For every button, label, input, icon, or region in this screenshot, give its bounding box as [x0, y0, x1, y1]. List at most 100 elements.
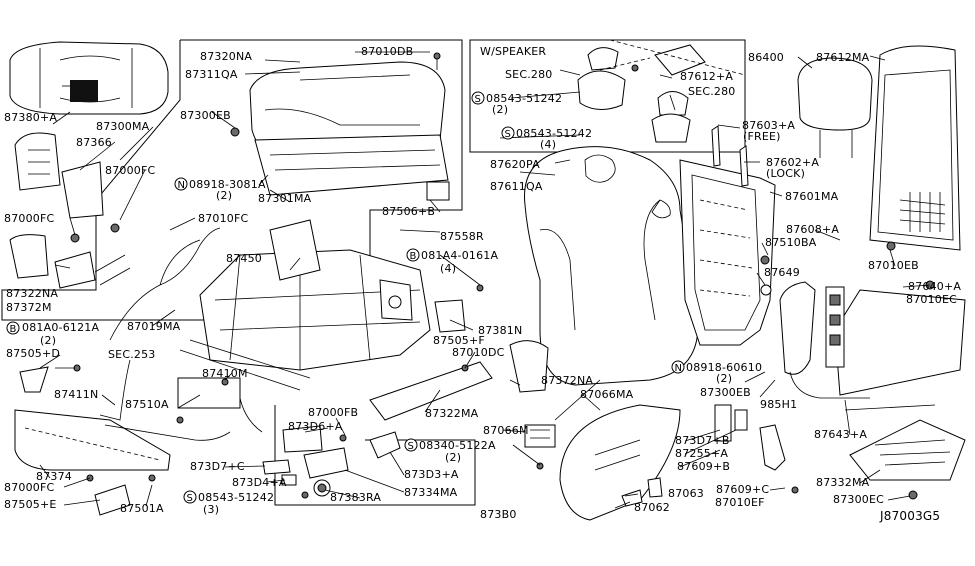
seat-side-parts-left [9, 132, 131, 289]
label-08543-51242-a: 08543-51242 [486, 92, 562, 105]
label-87558r: 87558R [440, 230, 484, 243]
marker-s-08543-b: S [501, 126, 515, 140]
speaker-parts [577, 39, 746, 143]
car-location-icon [9, 41, 169, 115]
label-87411n: 87411N [54, 388, 98, 401]
label-87366: 87366 [76, 136, 112, 149]
label-08340: 08340-5122A [419, 439, 496, 452]
small-bracket-87505e [94, 484, 131, 516]
label-87063: 87063 [668, 487, 704, 500]
label-87322na: 87322NA [6, 287, 58, 300]
label-87311qa: 87311QA [185, 68, 238, 81]
label-87505e: 87505+E [4, 498, 57, 511]
label-87000fc-a: 87000FC [105, 164, 156, 177]
diagram-code: J87003G5 [879, 509, 940, 523]
label-87300ma: 87300MA [96, 120, 150, 133]
label-08543-51242-c-qty: (3) [203, 503, 219, 516]
wire-harness [109, 227, 221, 341]
marker-s-08543-a: S [471, 91, 485, 105]
label-87381n: 87381N [478, 324, 522, 337]
label-87380a: 87380+A [4, 111, 57, 124]
label-87620pa: 87620PA [490, 158, 540, 171]
leader-lines [39, 51, 931, 509]
speaker-inset-title: W/SPEAKER [480, 45, 546, 58]
label-87300eb-b: 87300EB [700, 386, 751, 399]
label-87649: 87649 [764, 266, 800, 279]
label-87603a: 87603+A [742, 119, 795, 132]
label-87010ef: 87010EF [715, 496, 765, 509]
label-87062: 87062 [634, 501, 670, 514]
label-87019ma: 87019MA [127, 320, 181, 333]
label-87383ra: 87383RA [330, 491, 381, 504]
back-lower-cover [849, 419, 966, 481]
svg-text:B: B [10, 324, 17, 335]
label-87332ma: 87332MA [816, 476, 870, 489]
headrest [797, 57, 873, 158]
label-08918-60610-qty: (2) [716, 372, 732, 385]
marker-n-08918-60610: N [671, 360, 685, 374]
label-87506b: 87506+B [382, 205, 435, 218]
label-873d7c: 873D7+C [190, 460, 245, 473]
label-87301ma: 87301MA [258, 192, 312, 205]
label-08543-51242-b: 08543-51242 [516, 127, 592, 140]
label-08543-51242-c: 08543-51242 [198, 491, 274, 504]
marker-n-08918-3081a: N [174, 177, 188, 191]
label-08543-51242-b-qty: (4) [540, 138, 556, 151]
label-87505d: 87505+D [6, 347, 60, 360]
label-87609c: 87609+C [716, 483, 769, 496]
label-sec253: SEC.253 [108, 348, 156, 361]
label-87010eb: 87010EB [868, 259, 919, 272]
label-08340-qty: (2) [445, 451, 461, 464]
seat-switch-87066m [524, 424, 556, 448]
label-87643a: 87643+A [814, 428, 867, 441]
marker-s-08340: S [404, 438, 418, 452]
label-87322ma: 87322MA [425, 407, 479, 420]
svg-text:B: B [410, 251, 417, 262]
marker-s-08543-c: S [183, 490, 197, 504]
side-finisher-87322ma [369, 361, 493, 421]
label-87000fb: 87000FB [308, 406, 358, 419]
label-081a0-qty: (2) [40, 334, 56, 347]
label-87510ba: 87510BA [765, 236, 817, 249]
label-873d4a: 873D4+A [232, 476, 287, 489]
label-87611qa: 87611QA [490, 180, 543, 193]
label-081a4-qty: (4) [440, 262, 456, 275]
right-small-parts [621, 125, 786, 507]
label-87000fc-b: 87000FC [4, 212, 55, 225]
lumbar-panel [834, 289, 966, 411]
label-87010fc: 87010FC [198, 212, 249, 225]
label-87374: 87374 [36, 470, 72, 483]
label-87450: 87450 [226, 252, 262, 265]
svg-text:S: S [475, 94, 481, 105]
label-873d3a: 873D3+A [404, 468, 459, 481]
svg-text:S: S [408, 441, 414, 452]
seat-adjuster-frame [179, 219, 431, 391]
small-bracket-87505d [19, 366, 49, 393]
label-sec280-a: SEC.280 [505, 68, 553, 81]
label-87066m: 87066M [483, 424, 529, 437]
svg-text:N: N [178, 180, 185, 191]
label-87300eb-a: 87300EB [180, 109, 231, 122]
label-08918-3081a: 08918-3081A [189, 178, 266, 191]
label-873d6a: 873D6+A [288, 420, 343, 433]
label-87612ma: 87612MA [816, 51, 870, 64]
label-87608a: 87608+A [786, 223, 839, 236]
label-87410m: 87410M [202, 367, 248, 380]
seat-switch-cover [559, 404, 681, 521]
label-86400: 86400 [748, 51, 784, 64]
svg-text:S: S [187, 493, 193, 504]
label-87334ma: 87334MA [404, 486, 458, 499]
label-87603a-note: (FREE) [743, 130, 781, 143]
seat-lower-finisher [14, 409, 171, 471]
label-87372na: 87372NA [541, 374, 593, 387]
bracket-87505f [434, 299, 466, 333]
label-873b0: 873B0 [480, 508, 517, 521]
label-87640a: 87640+A [908, 280, 961, 293]
main-seat-frame-outline [1, 39, 463, 321]
marker-b-081a0: B [6, 321, 20, 335]
label-985h1: 985H1 [760, 398, 797, 411]
label-08543-51242-a-qty: (2) [492, 103, 508, 116]
label-87372m: 87372M [6, 301, 52, 314]
